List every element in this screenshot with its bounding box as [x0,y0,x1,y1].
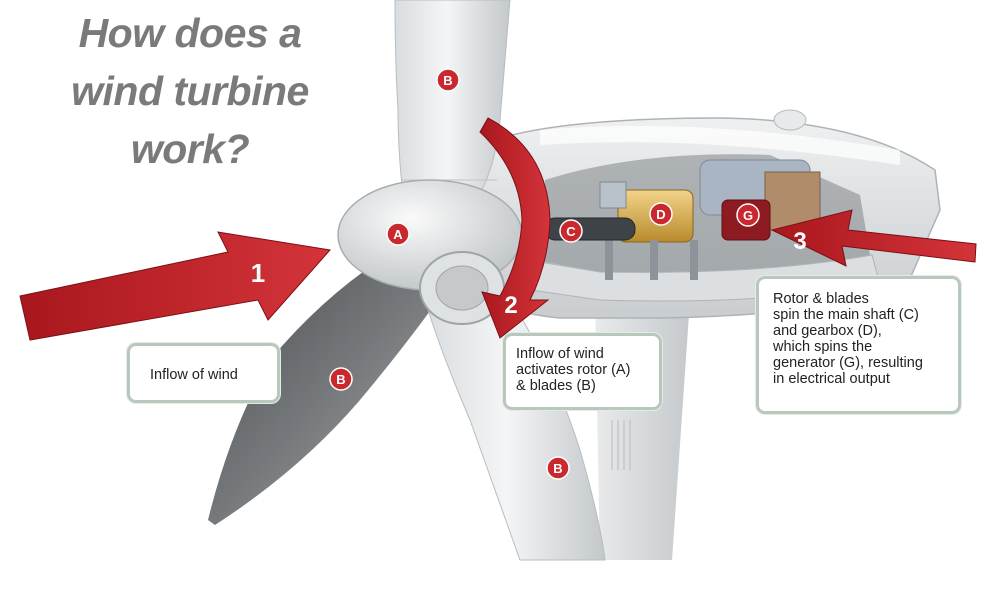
step-number-1: 1 [251,258,265,288]
callout-output-line: generator (G), resulting [773,355,923,371]
marker-rotor: A [386,222,410,246]
callout-activation-line: Inflow of wind [516,346,604,362]
svg-text:B: B [443,73,452,88]
title-line-3: work? [130,126,250,172]
step-number-2: 2 [504,292,517,319]
blade-lower-left [208,260,445,525]
marker-blade-dark: B [329,367,353,391]
callout-output-line: and gearbox (D), [773,323,882,339]
marker-blade-top: B [436,68,460,92]
svg-text:C: C [566,224,576,239]
nacelle-roof [540,125,900,165]
callout-inflow-line: Inflow of wind [150,367,238,383]
callout-activation: Inflow of wind activates rotor (A) & bla… [503,333,662,410]
callout-output-line: Rotor & blades [773,291,869,307]
step-number-3: 3 [793,228,806,255]
main-shaft [544,217,636,241]
title-line-2: wind turbine [71,68,309,114]
callout-activation-line: activates rotor (A) [516,362,631,378]
callout-inflow: Inflow of wind [127,343,280,403]
svg-text:A: A [393,227,403,242]
svg-text:G: G [743,208,753,223]
svg-text:D: D [656,207,665,222]
gearbox-support [599,181,627,209]
callout-activation-line: & blades (B) [516,378,596,394]
sensor-dome [773,109,807,131]
callout-output-line: spin the main shaft (C) [773,307,919,323]
arrow-step-1 [19,231,331,341]
callout-output-line: in electrical output [773,371,890,387]
marker-generator: G [736,203,760,227]
arrow-step-3 [770,209,977,267]
marker-shaft: C [559,219,583,243]
callout-output: Rotor & blades spin the main shaft (C) a… [756,276,961,414]
marker-blade-lower: B [546,456,570,480]
svg-text:B: B [553,461,562,476]
blade-root-inner [435,265,489,311]
title-line-1: How does a [78,10,302,56]
tower-vents [611,420,631,470]
svg-text:B: B [336,372,345,387]
marker-gearbox: D [649,202,673,226]
mounting-feet [605,240,698,280]
callout-output-line: which spins the [773,339,873,355]
arrow-step-2 [479,117,551,339]
page-title: How does a wind turbine work? [40,4,340,178]
